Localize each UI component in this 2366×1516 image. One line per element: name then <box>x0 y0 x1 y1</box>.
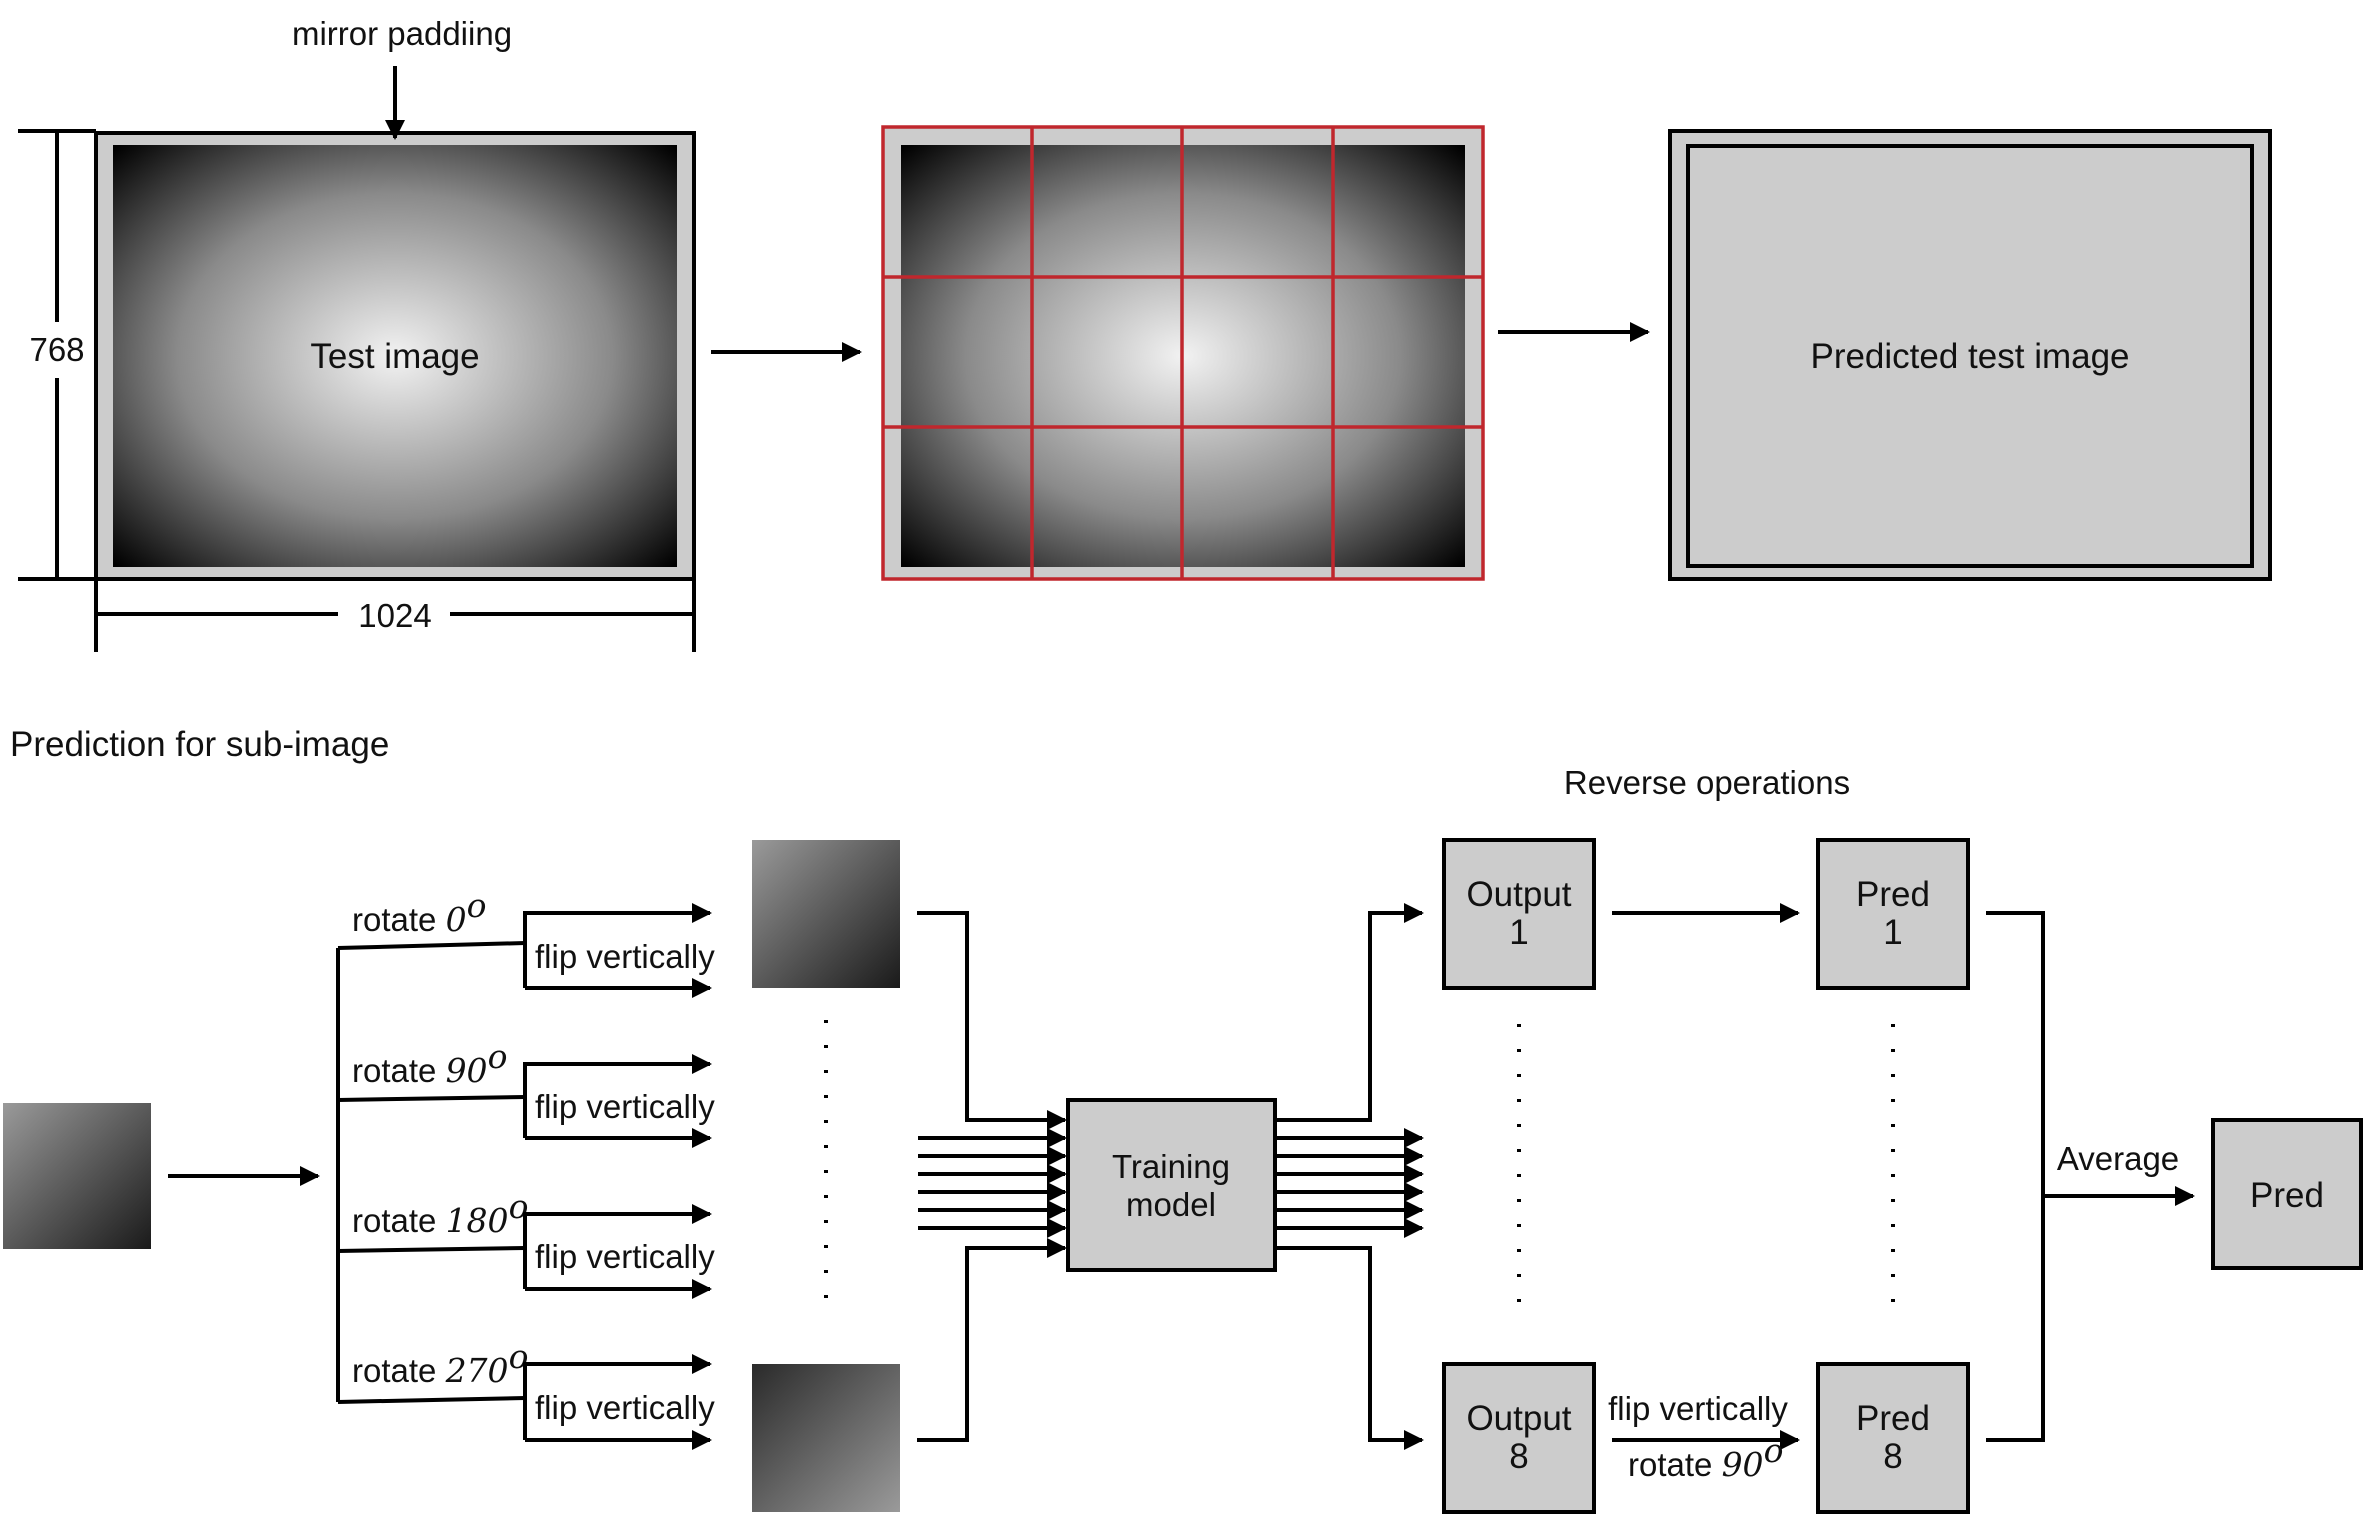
model-input-arrows <box>918 1128 1067 1238</box>
pred-1-box: Pred 1 <box>1816 838 1970 990</box>
rotate-90-label: rotate 90o <box>352 1037 507 1090</box>
pred-8-label-2: 8 <box>1883 1437 1902 1476</box>
reverse-operations-title: Reverse operations <box>1564 764 1850 801</box>
training-model-label-2: model <box>1126 1186 1216 1223</box>
output-1-label-2: 1 <box>1509 913 1528 952</box>
final-pred-rect <box>2211 1118 2363 1270</box>
predicted-image-panel: Predicted test image <box>1668 129 2272 581</box>
model-output-arrows <box>1275 1128 1424 1238</box>
grid-image-panel <box>881 125 1485 581</box>
pred-8-box: Pred 8 <box>1816 1362 1970 1514</box>
width-label: 1024 <box>358 597 431 634</box>
predicted-inner-box <box>1686 144 2254 568</box>
rotate-180-line <box>337 1246 526 1253</box>
flip-label-0: flip vertically <box>535 938 715 975</box>
test-image-label: Test image <box>310 337 479 376</box>
reverse-arrow-8-group: flip vertically rotate 90o <box>1608 1390 1800 1484</box>
rotate-0-line <box>337 941 526 950</box>
output-1-label-1: Output <box>1466 875 1571 914</box>
section-title: Prediction for sub-image <box>10 725 389 764</box>
augmented-tile-last <box>752 1364 900 1512</box>
output-8-rect <box>1442 1362 1596 1514</box>
mirror-padding-annotation: mirror paddiing <box>292 15 512 140</box>
height-dimension: 768 <box>18 129 96 581</box>
rotate-0-label: rotate 0o <box>352 886 486 939</box>
augmentation-rotate-180: rotate 180o flip vertically <box>337 1187 715 1299</box>
pred-8-label-1: Pred <box>1856 1399 1930 1438</box>
test-image-panel: Test image <box>94 131 696 581</box>
output-8-connector <box>1275 1246 1424 1450</box>
training-model-label-1: Training <box>1112 1148 1230 1185</box>
output-8-label-1: Output <box>1466 1399 1571 1438</box>
final-pred-label: Pred <box>2250 1176 2324 1215</box>
average-label: Average <box>2057 1140 2179 1177</box>
training-model-box: Training model <box>1066 1098 1277 1272</box>
pred-1-label-1: Pred <box>1856 875 1930 914</box>
mirror-padding-label: mirror paddiing <box>292 15 512 52</box>
first-tile-connector <box>917 911 1067 1130</box>
augmentation-rotate-0: rotate 0o flip vertically <box>337 886 715 998</box>
output-1-rect <box>1442 838 1596 990</box>
flip-label-90: flip vertically <box>535 1088 715 1125</box>
flip-label-180: flip vertically <box>535 1238 715 1275</box>
output-8-box: Output 8 <box>1442 1362 1596 1514</box>
flip-label-270: flip vertically <box>535 1389 715 1426</box>
rotate-270-line <box>337 1396 526 1404</box>
pred-1-rect <box>1816 838 1970 990</box>
average-bracket <box>1986 911 2045 1442</box>
height-label: 768 <box>29 331 84 368</box>
output-1-box: Output 1 <box>1442 838 1596 990</box>
training-model-rect <box>1066 1098 1277 1272</box>
final-pred-box: Pred <box>2211 1118 2363 1270</box>
last-tile-connector <box>917 1238 1067 1442</box>
rotate-180-label: rotate 180o <box>352 1187 528 1240</box>
augmented-tile-first <box>752 840 900 988</box>
predicted-label: Predicted test image <box>1810 337 2129 376</box>
test-image-content <box>113 145 677 567</box>
reverse-rotate-label: rotate 90o <box>1628 1431 1783 1484</box>
tile-grid <box>881 125 1485 581</box>
input-sub-image <box>3 1103 151 1249</box>
pred-1-label-2: 1 <box>1883 913 1902 952</box>
augmentation-rotate-90: rotate 90o flip vertically <box>337 1037 715 1148</box>
output-1-connector <box>1275 903 1424 1122</box>
output-8-label-2: 8 <box>1509 1437 1528 1476</box>
pred-8-rect <box>1816 1362 1970 1514</box>
reverse-flip-label: flip vertically <box>1608 1390 1788 1427</box>
width-dimension: 1024 <box>94 579 696 652</box>
rotate-270-label: rotate 270o <box>352 1337 528 1390</box>
augmentation-rotate-270: rotate 270o flip vertically <box>337 1337 715 1450</box>
rotate-90-line <box>337 1095 526 1102</box>
